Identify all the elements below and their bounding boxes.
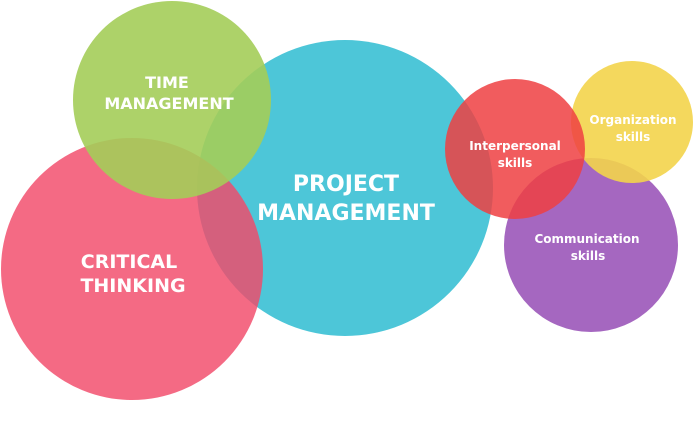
critical-thinking-label-line1: CRITICAL <box>81 251 177 273</box>
time-management-label-line1: TIME <box>145 73 189 92</box>
organization-skills-label-line1: Organization <box>589 113 676 127</box>
communication-skills-label-line2: skills <box>571 249 606 263</box>
project-management-label-line2: MANAGEMENT <box>257 201 435 226</box>
communication-skills-label-line1: Communication <box>534 232 639 246</box>
interpersonal-skills-label-line1: Interpersonal <box>469 139 561 153</box>
critical-thinking-bubble <box>1 138 263 400</box>
interpersonal-skills-bubble <box>445 79 585 219</box>
time-management-bubble <box>73 1 271 199</box>
organization-skills-label-line2: skills <box>616 130 651 144</box>
interpersonal-skills-label-line2: skills <box>498 156 533 170</box>
project-management-bubble <box>197 40 493 336</box>
project-management-label-line1: PROJECT <box>293 172 399 197</box>
time-management-label-line2: MANAGEMENT <box>104 94 233 113</box>
organization-skills-bubble <box>571 61 693 183</box>
critical-thinking-label-line2: THINKING <box>80 275 185 297</box>
